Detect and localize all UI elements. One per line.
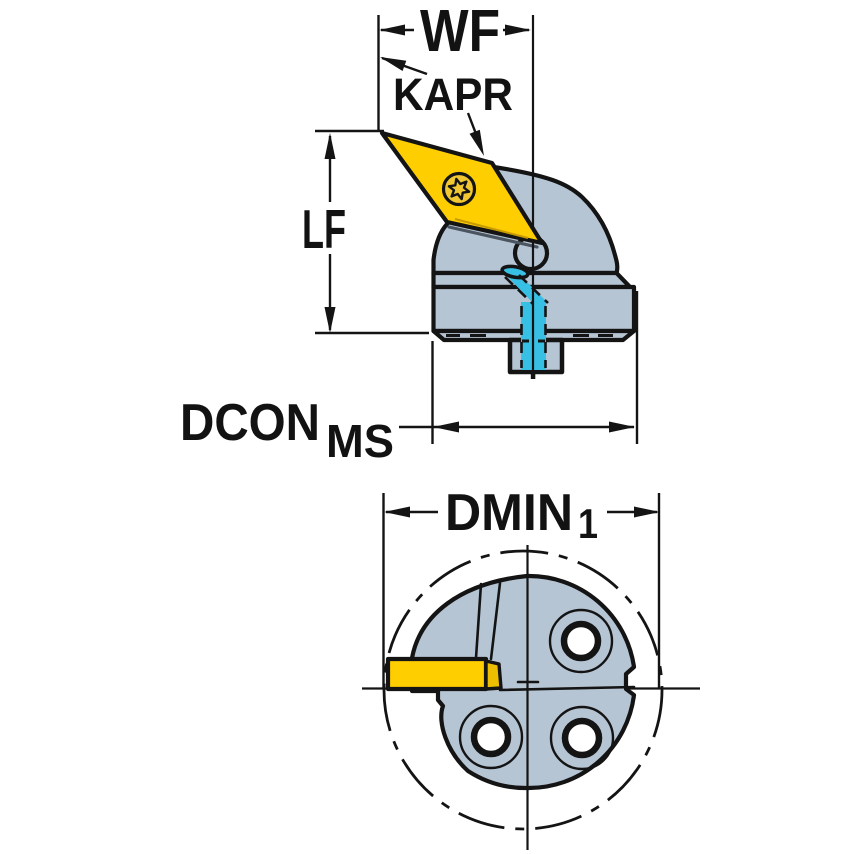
lf-arrow-bottom	[324, 307, 336, 333]
hole-counterbore-bottom-right	[549, 705, 615, 771]
side-view: WF KAPR LF DCON MS	[180, 0, 639, 467]
centerline-end-dot	[530, 372, 536, 379]
hole-top-right	[560, 620, 602, 662]
hole-counterbore-top-right	[548, 608, 614, 674]
hole-counterbore-bottom-left	[458, 704, 524, 770]
lf-label: LF	[302, 198, 346, 260]
coolant-inlet-icon	[500, 264, 530, 280]
hole-bottom-left	[470, 716, 512, 758]
dmin-arrow-left	[384, 506, 410, 518]
dimension-lf: LF	[302, 129, 429, 335]
dimension-wf: WF	[377, 0, 531, 131]
lf-arrow-top	[324, 133, 336, 159]
dimension-kapr: KAPR	[380, 56, 513, 156]
kapr-arrow-axis	[380, 57, 407, 72]
insert-end-body	[385, 656, 489, 692]
insert-seat-shadow	[447, 225, 539, 249]
kapr-arrow-edge	[469, 129, 484, 156]
dmin-label: DMIN	[445, 484, 573, 542]
dmin-arrow-right	[634, 506, 660, 518]
end-view: DMIN 1	[362, 484, 700, 850]
dcon-label: DCON	[180, 394, 320, 452]
kapr-label: KAPR	[393, 69, 513, 120]
wf-label: WF	[420, 0, 500, 64]
dimension-dmin1: DMIN 1	[382, 484, 661, 688]
insert-end-face	[484, 659, 503, 691]
dcon-arrow-right	[609, 421, 635, 433]
dcon-subscript: MS	[326, 415, 394, 467]
insert-edge-shade	[454, 218, 529, 239]
dcon-arrow-left	[433, 421, 459, 433]
dimension-dcon-ms: DCON MS	[180, 291, 639, 467]
insert-side-view	[379, 130, 545, 246]
insert-end-view	[385, 656, 503, 692]
wf-arrow-left	[379, 24, 405, 36]
dmin-circle	[382, 549, 664, 831]
hole-bottom-right	[561, 717, 603, 759]
pocket-line-2	[489, 581, 502, 661]
end-body-details	[474, 581, 636, 692]
wf-arrow-right	[505, 24, 531, 36]
pocket-line-1	[474, 582, 483, 660]
split-line	[498, 685, 636, 692]
dmin-subscript: 1	[578, 500, 598, 547]
clamp-screw-holes	[458, 608, 615, 771]
torx-star-icon	[447, 177, 471, 201]
coolant-slant	[505, 274, 548, 304]
